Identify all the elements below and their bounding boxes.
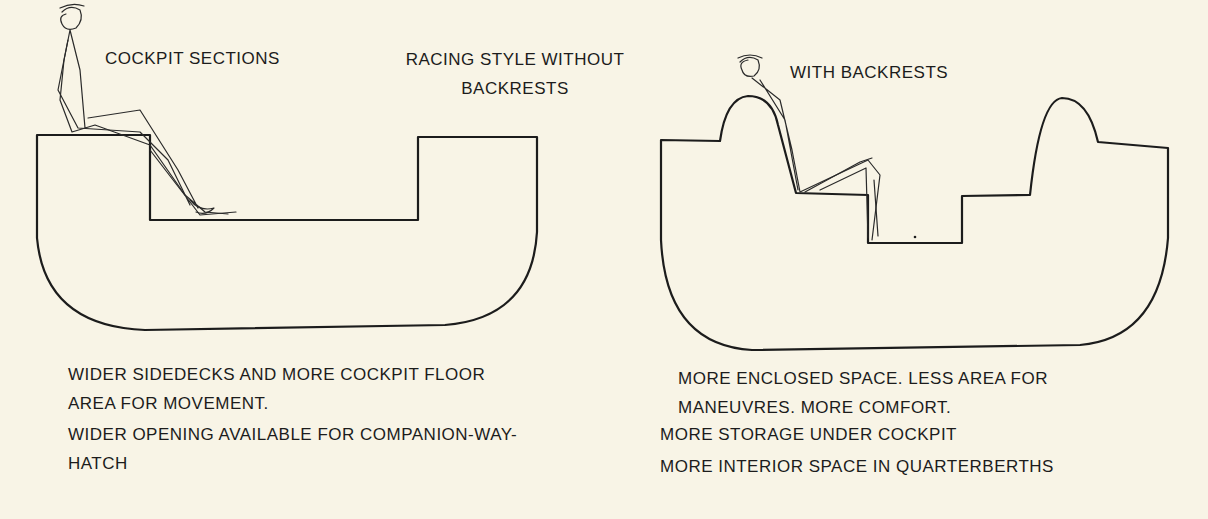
design-note: MORE INTERIOR SPACE IN QUARTERBERTHS xyxy=(660,452,1190,481)
sitting-figure xyxy=(738,55,880,240)
sitting-figure xyxy=(58,4,236,215)
hull-section-with-backrests xyxy=(661,96,1168,350)
design-note: WIDER OPENING AVAILABLE FOR COMPANION-WA… xyxy=(68,420,538,478)
ink-dot xyxy=(914,236,917,239)
design-note: MORE STORAGE UNDER COCKPIT xyxy=(660,420,1160,449)
design-note: WIDER SIDEDECKS AND MORE COCKPIT FLOOR A… xyxy=(68,360,488,418)
sketch-title: COCKPIT SECTIONS xyxy=(105,44,355,73)
hull-section-without-backrests xyxy=(37,135,537,330)
design-note: MORE ENCLOSED SPACE. LESS AREA FOR MANEU… xyxy=(678,364,1078,422)
section-heading: WITH BACKRESTS xyxy=(790,58,1050,87)
section-heading: RACING STYLE WITHOUT BACKRESTS xyxy=(375,45,655,103)
